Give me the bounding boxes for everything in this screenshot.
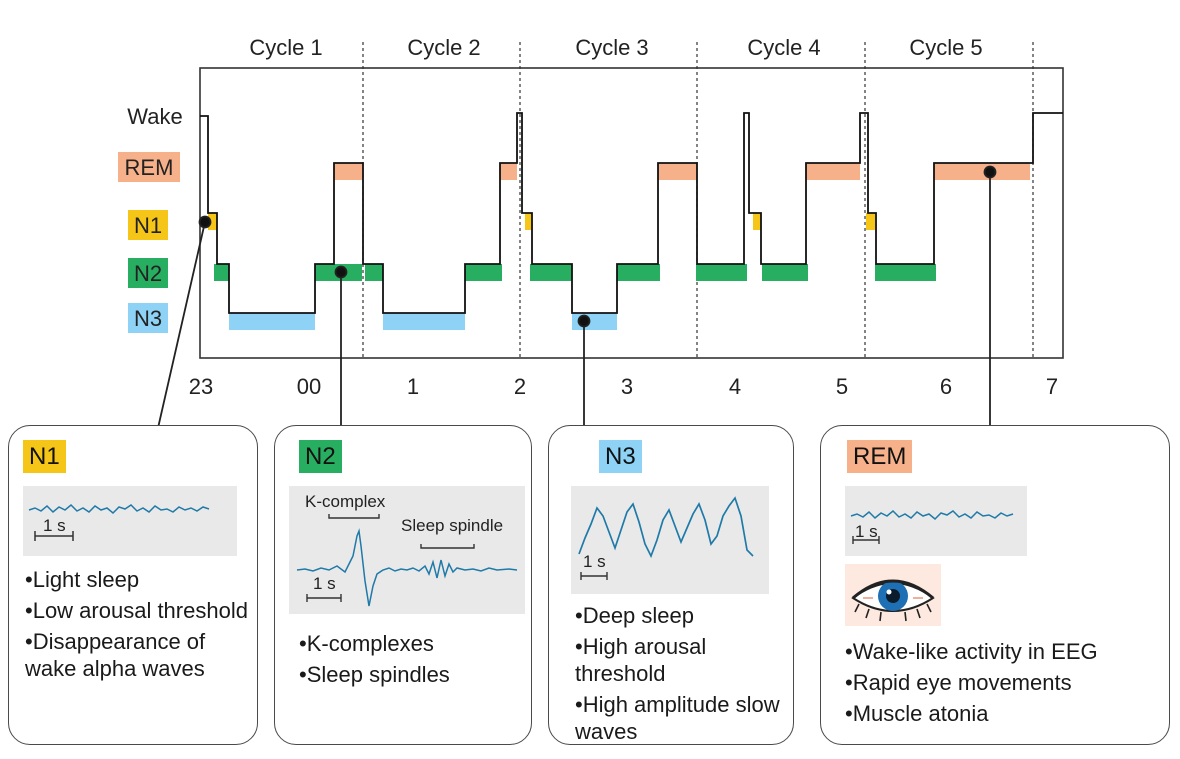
eye-icon (845, 564, 941, 626)
n2-bullets: K-complexes Sleep spindles (299, 630, 525, 692)
n2-badge: N2 (299, 440, 342, 473)
n2-block (875, 264, 936, 281)
n2-block (762, 264, 808, 281)
time-tick: 1 (407, 374, 419, 399)
n2-eeg-trace (296, 514, 518, 607)
rem-label-bg (118, 152, 180, 182)
stage-label-n3: N3 (134, 306, 162, 331)
rem-bullet: Muscle atonia (845, 700, 1165, 727)
hypnogram: Cycle 1 Cycle 2 Cycle 3 Cycle 4 Cycle 5 … (118, 35, 1064, 429)
time-tick: 4 (729, 374, 741, 399)
n2-label-bg (128, 258, 168, 288)
n1-scale-label: 1 s (43, 516, 66, 535)
n2-eeg-box: K-complex Sleep spindle 1 s (289, 486, 525, 614)
stage-label-rem: REM (125, 155, 174, 180)
n1-bullets: Light sleep Low arousal threshold Disapp… (25, 566, 257, 686)
n3-marker (577, 314, 591, 328)
n2-block (365, 264, 383, 281)
rem-scale-label: 1 s (855, 522, 878, 541)
n1-badge: N1 (23, 440, 66, 473)
rem-block (334, 163, 363, 180)
n2-block (214, 264, 229, 281)
n1-eeg-box: 1 s (23, 486, 237, 556)
n3-badge: N3 (599, 440, 642, 473)
hypnogram-frame (199, 67, 1064, 359)
stage-label-n2: N2 (134, 261, 162, 286)
rem-eeg-box: 1 s (845, 486, 1027, 556)
cycle-label: Cycle 5 (909, 35, 982, 60)
rem-bullets: Wake-like activity in EEG Rapid eye move… (845, 638, 1165, 731)
n2-marker (334, 265, 348, 279)
rem-marker (983, 165, 997, 179)
stage-blocks (208, 163, 1030, 330)
n2-scale-label: 1 s (313, 574, 336, 593)
callout-connectors (157, 165, 997, 429)
rem-badge: REM (847, 440, 913, 473)
n2-bullet: Sleep spindles (299, 661, 525, 688)
n3-label-bg (128, 303, 168, 333)
cycle-label: Cycle 3 (575, 35, 648, 60)
n2-panel: N2 K-complex Sleep spindle 1 s K-complex… (274, 425, 532, 745)
n3-eeg-trace (578, 496, 754, 580)
time-tick: 7 (1046, 374, 1058, 399)
rem-eeg-trace (850, 509, 1014, 544)
n1-marker (198, 215, 212, 229)
n2-block (530, 264, 572, 281)
n3-bullets: Deep sleep High arousal threshold High a… (575, 602, 789, 749)
n2-block (465, 264, 502, 281)
stage-label-n1: N1 (134, 213, 162, 238)
time-tick: 00 (297, 374, 321, 399)
time-tick: 5 (836, 374, 848, 399)
n1-block (525, 213, 532, 230)
rem-block (934, 163, 1030, 180)
n3-bullet: Deep sleep (575, 602, 789, 629)
time-tick: 3 (621, 374, 633, 399)
n3-block (383, 313, 465, 330)
sleep-spindle-label: Sleep spindle (401, 516, 504, 535)
n1-bullet: Disappearance of wake alpha waves (25, 628, 257, 682)
cycle-label: Cycle 2 (407, 35, 480, 60)
n1-block (753, 213, 761, 230)
n1-bullet: Low arousal threshold (25, 597, 257, 624)
n1-eeg-trace (28, 503, 210, 541)
rem-panel: REM 1 s Wake-like activity (820, 425, 1170, 745)
n1-panel: N1 1 s Light sleep Low arousal threshold… (8, 425, 258, 745)
n3-block (229, 313, 315, 330)
time-tick: 23 (189, 374, 213, 399)
k-complex-label: K-complex (305, 492, 386, 511)
time-tick: 2 (514, 374, 526, 399)
rem-bullet: Wake-like activity in EEG (845, 638, 1165, 665)
n2-block (696, 264, 747, 281)
cycle-label: Cycle 1 (249, 35, 322, 60)
hypnogram-line (200, 112, 1063, 314)
n3-bullet: High arousal threshold (575, 633, 789, 687)
n3-bullet: High amplitude slow waves (575, 691, 789, 745)
cycle-dividers (362, 42, 1034, 358)
n2-block (617, 264, 660, 281)
n1-label-bg (128, 210, 168, 240)
n1-block (208, 213, 217, 230)
rem-bullet: Rapid eye movements (845, 669, 1165, 696)
n1-block (866, 213, 875, 230)
time-tick: 6 (940, 374, 952, 399)
rem-block (658, 163, 697, 180)
n2-bullet: K-complexes (299, 630, 525, 657)
stage-label-wake: Wake (127, 104, 182, 129)
n1-bullet: Light sleep (25, 566, 257, 593)
rem-block (806, 163, 860, 180)
n3-eeg-box: 1 s (571, 486, 769, 594)
rem-block (500, 163, 517, 180)
cycle-label: Cycle 4 (747, 35, 820, 60)
n3-panel: N3 1 s Deep sleep High arousal threshold… (548, 425, 794, 745)
n3-scale-label: 1 s (583, 552, 606, 571)
